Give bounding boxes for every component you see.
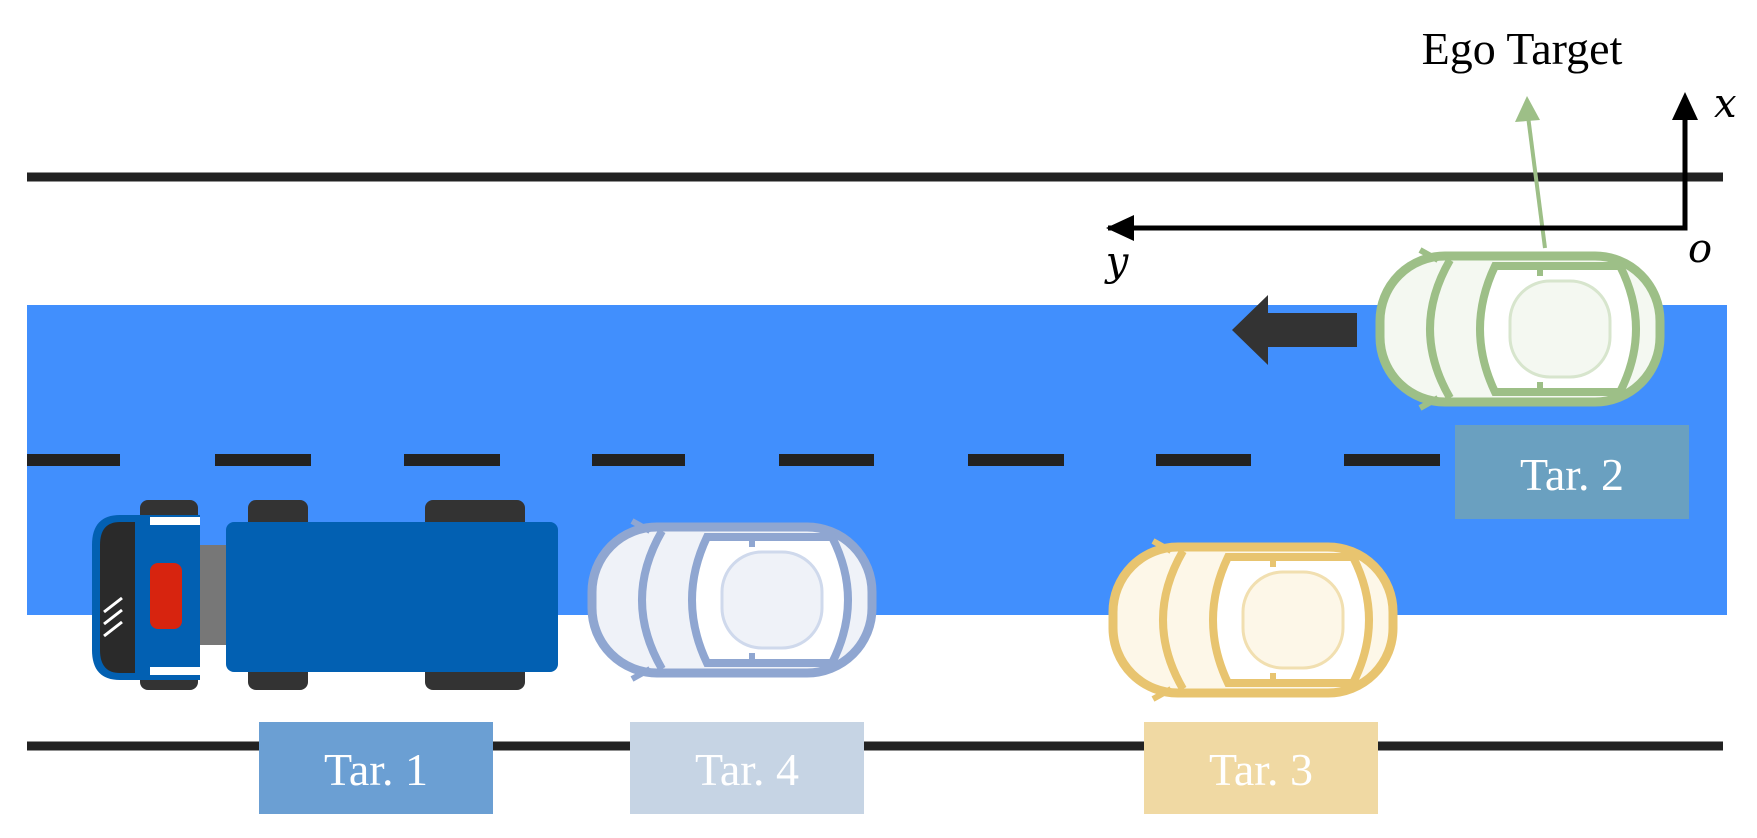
axis-arrow-icon xyxy=(1672,92,1698,120)
lane-dash xyxy=(215,454,311,466)
lane-dash xyxy=(779,454,874,466)
lane-dash xyxy=(404,454,500,466)
car-icon xyxy=(1108,538,1398,702)
truck-icon xyxy=(92,500,558,690)
lane-dash xyxy=(968,454,1064,466)
ego-target-arrow xyxy=(1515,96,1547,249)
axis-x-label: x xyxy=(1714,81,1737,127)
target-label-tar1: Tar. 1 xyxy=(259,722,493,814)
car-icon xyxy=(587,518,877,682)
target-label-tar2: Tar. 2 xyxy=(1455,425,1689,519)
svg-text:Tar. 2: Tar. 2 xyxy=(1520,449,1624,500)
axis-origin-label: o xyxy=(1688,226,1712,272)
svg-text:Tar. 1: Tar. 1 xyxy=(324,744,428,795)
lane-dash xyxy=(27,454,120,466)
ego-target-label: Ego Target xyxy=(1422,23,1623,74)
axis-arrow-icon xyxy=(1108,112,1688,231)
svg-text:Tar. 3: Tar. 3 xyxy=(1209,744,1313,795)
coordinate-axes xyxy=(1106,92,1698,241)
lane-dash xyxy=(592,454,685,466)
car-icon xyxy=(1375,247,1665,411)
axis-arrow-icon xyxy=(1106,215,1134,241)
motion-arrow-icon xyxy=(1232,295,1357,365)
axis-y-label: y xyxy=(1104,239,1130,285)
svg-text:Tar. 4: Tar. 4 xyxy=(695,744,799,795)
lane-dash xyxy=(1156,454,1251,466)
target-label-tar4: Tar. 4 xyxy=(630,722,864,814)
target-label-tar3: Tar. 3 xyxy=(1144,722,1378,814)
lane-dash xyxy=(1344,454,1440,466)
lane-divider xyxy=(27,454,1440,466)
